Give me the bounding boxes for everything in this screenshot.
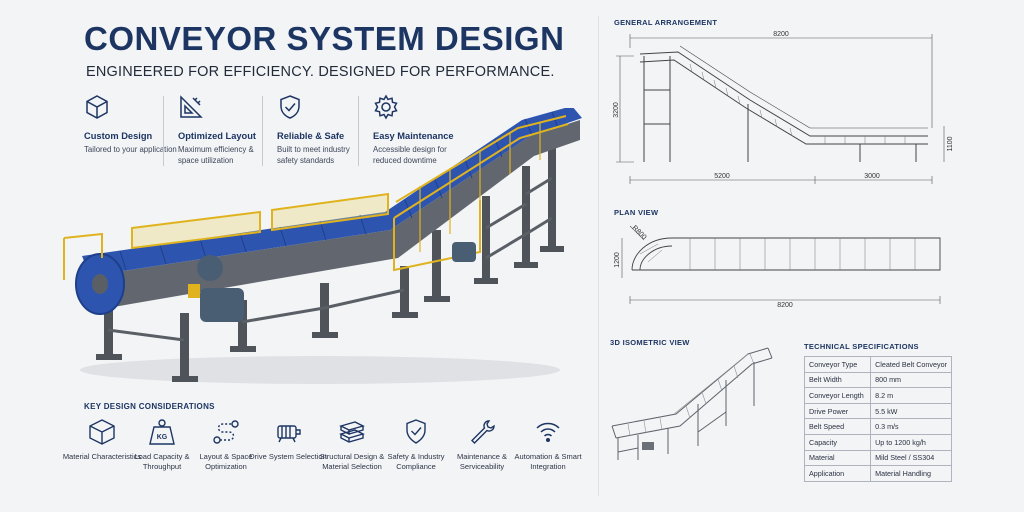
motor-icon <box>277 425 301 443</box>
consideration-label: Automation & Smart Integration <box>514 452 582 471</box>
feature-desc: Tailored to your application <box>84 145 177 154</box>
wrench-icon <box>471 420 495 444</box>
wireless-icon <box>536 422 560 442</box>
page-subtitle: ENGINEERED FOR EFFICIENCY. DESIGNED FOR … <box>86 64 555 80</box>
consideration-label: Safety & Industry Compliance <box>387 452 445 471</box>
general-arrangement-title: GENERAL ARRANGEMENT <box>614 18 718 27</box>
weight-kg-icon: KG <box>149 419 175 445</box>
specs-title: TECHNICAL SPECIFICATIONS <box>804 342 919 351</box>
iso-view-title: 3D ISOMETRIC VIEW <box>610 338 690 347</box>
svg-text:KG: KG <box>157 434 168 441</box>
plan-view-title: PLAN VIEW <box>614 208 659 217</box>
dim-height: 3200 <box>613 102 620 118</box>
layout-path-icon <box>213 420 239 444</box>
shield-check-icon <box>280 95 300 119</box>
support-legs <box>96 148 564 382</box>
consideration-item: Material Characteristics <box>62 418 142 462</box>
feature-reliable-safe: Reliable & Safe Built to meet industry s… <box>277 94 373 170</box>
beam-icon <box>339 421 365 443</box>
divider <box>358 96 359 166</box>
consideration-label: Material Characteristics <box>62 452 142 461</box>
consideration-item: Layout & Space Optimization <box>186 418 266 472</box>
conveyor-render <box>63 108 582 384</box>
feature-desc: Built to meet industry safety standards <box>277 145 350 165</box>
bracing <box>107 176 553 342</box>
consideration-label: Layout & Space Optimization <box>199 452 253 471</box>
dim-flat-height: 1100 <box>947 136 954 151</box>
dim-flat-length: 3000 <box>864 173 880 180</box>
consideration-item: Automation & Smart Integration <box>508 418 588 472</box>
feature-easy-maintenance: Easy Maintenance Accessible design for r… <box>373 94 469 170</box>
feature-optimized-layout: Optimized Layout Maximum efficiency & sp… <box>178 94 274 170</box>
consideration-item: Structural Design & Material Selection <box>312 418 392 472</box>
feature-title: Optimized Layout <box>178 131 256 141</box>
cube-icon <box>86 95 108 119</box>
divider <box>163 96 164 166</box>
feature-title: Reliable & Safe <box>277 131 345 141</box>
consideration-label: Drive System Selection <box>249 452 327 461</box>
feature-desc: Accessible design for reduced downtime <box>373 145 447 165</box>
gear-icon <box>374 94 398 120</box>
plan-view-drawing: R800 1200 8200 <box>614 224 941 309</box>
consideration-label: Load Capacity & Throughput <box>134 452 190 471</box>
consideration-item: Drive System Selection <box>248 418 328 462</box>
safety-guard-rail <box>63 115 569 280</box>
considerations-title: KEY DESIGN CONSIDERATIONS <box>84 402 215 411</box>
drum-hub <box>92 274 108 294</box>
divider <box>262 96 263 166</box>
consideration-label: Structural Design & Material Selection <box>319 452 385 471</box>
feature-custom-design: Custom Design Tailored to your applicati… <box>84 94 180 170</box>
ruler-triangle-icon <box>180 95 203 118</box>
iso-view-drawing <box>611 347 773 460</box>
feature-title: Easy Maintenance <box>373 131 454 141</box>
consideration-item: Safety & Industry Compliance <box>376 418 456 472</box>
floor-shadow <box>80 356 560 384</box>
box-icon <box>89 419 115 445</box>
drive-motor <box>188 255 244 322</box>
panel-divider <box>598 16 599 496</box>
dim-length: 8200 <box>777 302 793 309</box>
feature-title: Custom Design <box>84 131 153 141</box>
dim-incline-length: 5200 <box>714 173 730 180</box>
dim-overall-length: 8200 <box>773 31 789 38</box>
general-arrangement-drawing: 8200 3200 5200 3000 1100 <box>613 31 954 184</box>
feature-desc: Maximum efficiency & space utilization <box>178 145 254 165</box>
page-title: CONVEYOR SYSTEM DESIGN <box>84 20 565 57</box>
consideration-item: KG Load Capacity & Throughput <box>122 418 202 472</box>
consideration-item: Maintenance & Serviceability <box>442 418 522 472</box>
consideration-label: Maintenance & Serviceability <box>456 452 508 471</box>
dim-width: 1200 <box>614 252 621 268</box>
guard-posts <box>419 122 541 252</box>
shield-check-icon <box>406 419 426 444</box>
dim-radius: R800 <box>631 224 648 241</box>
ga-conveyor-outline <box>639 45 928 162</box>
ga-cleats <box>689 63 906 144</box>
secondary-motor <box>452 242 476 262</box>
